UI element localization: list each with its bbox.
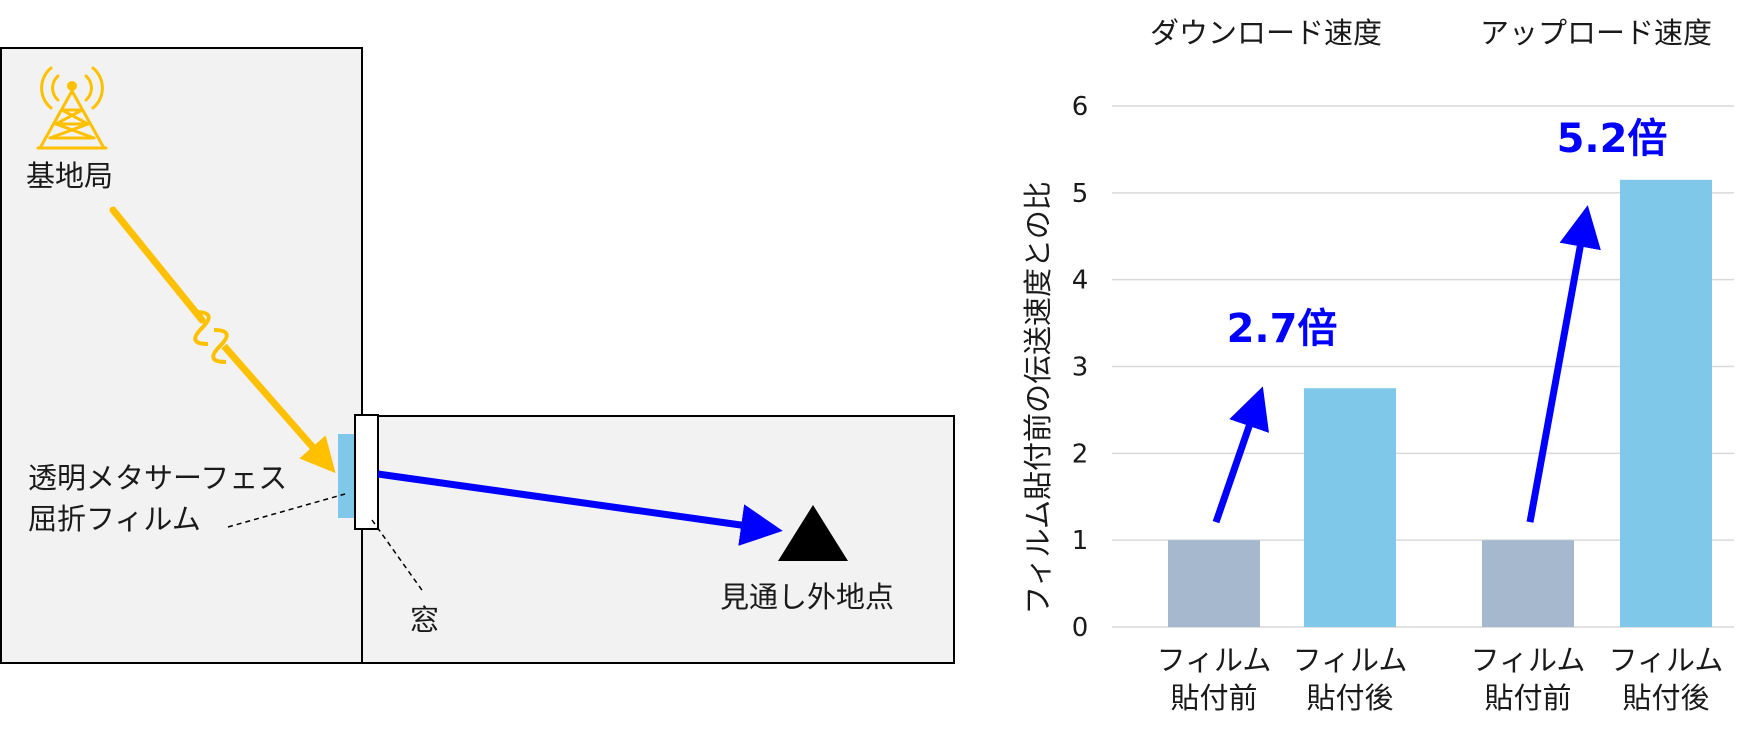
metasurface-film — [338, 434, 355, 518]
base-station-label: 基地局 — [26, 159, 113, 193]
triangle-marker-icon — [778, 505, 848, 561]
incoming-signal-arrow — [109, 206, 336, 474]
nlos-point-label: 見通し外地点 — [720, 580, 894, 614]
propagation-diagram: 基地局 見通し外地点 透明メタサーフェス 屈折フィルム 窓 — [0, 47, 955, 664]
group-title: アップロード速度 — [1480, 16, 1712, 50]
bar-label-line2: 貼付前 — [1484, 681, 1571, 715]
ratio-label: 2.7倍 — [1227, 306, 1338, 352]
outdoor-area — [0, 47, 363, 664]
bar-label-line2: 貼付後 — [1306, 681, 1393, 715]
y-axis-ticks: 0 1 2 3 4 5 6 — [1072, 92, 1089, 643]
bar-label-line2: 貼付前 — [1170, 681, 1257, 715]
bar — [1168, 540, 1260, 627]
refracted-signal-arrow — [377, 470, 783, 546]
y-tick-label: 2 — [1072, 439, 1089, 469]
y-tick-label: 4 — [1072, 266, 1089, 296]
signal-break-icon — [193, 310, 229, 364]
group-title: ダウンロード速度 — [1150, 16, 1382, 50]
window-leader-line — [371, 519, 425, 594]
bar-groups: ダウンロード速度フィルム貼付前フィルム貼付後2.7倍アップロード速度フィルム貼付… — [1150, 16, 1723, 715]
bar — [1482, 540, 1574, 627]
y-tick-label: 3 — [1072, 353, 1089, 383]
y-tick-label: 6 — [1072, 92, 1089, 122]
increase-arrow — [1526, 205, 1601, 523]
bar-label-line1: フィルム — [1471, 643, 1586, 677]
bar-label-line1: フィルム — [1157, 643, 1272, 677]
y-tick-label: 1 — [1072, 526, 1089, 556]
indoor-room — [361, 415, 955, 664]
y-axis-label: フィルム貼付前の伝送速度との比 — [1021, 181, 1055, 615]
ratio-label: 5.2倍 — [1557, 116, 1668, 162]
window — [354, 414, 379, 530]
film-leader-line — [227, 493, 346, 528]
antenna-tower-icon — [36, 66, 108, 150]
y-tick-label: 0 — [1072, 613, 1089, 643]
bar-label-line1: フィルム — [1293, 643, 1408, 677]
window-label: 窓 — [410, 603, 439, 637]
bar-label-line1: フィルム — [1609, 643, 1724, 677]
bar — [1304, 388, 1396, 627]
film-label-line2: 屈折フィルム — [28, 502, 201, 536]
y-tick-label: 5 — [1072, 179, 1089, 209]
bar-label-line2: 貼付後 — [1622, 681, 1709, 715]
increase-arrow — [1212, 386, 1270, 524]
bar — [1620, 179, 1712, 627]
film-label-line1: 透明メタサーフェス — [28, 461, 287, 495]
